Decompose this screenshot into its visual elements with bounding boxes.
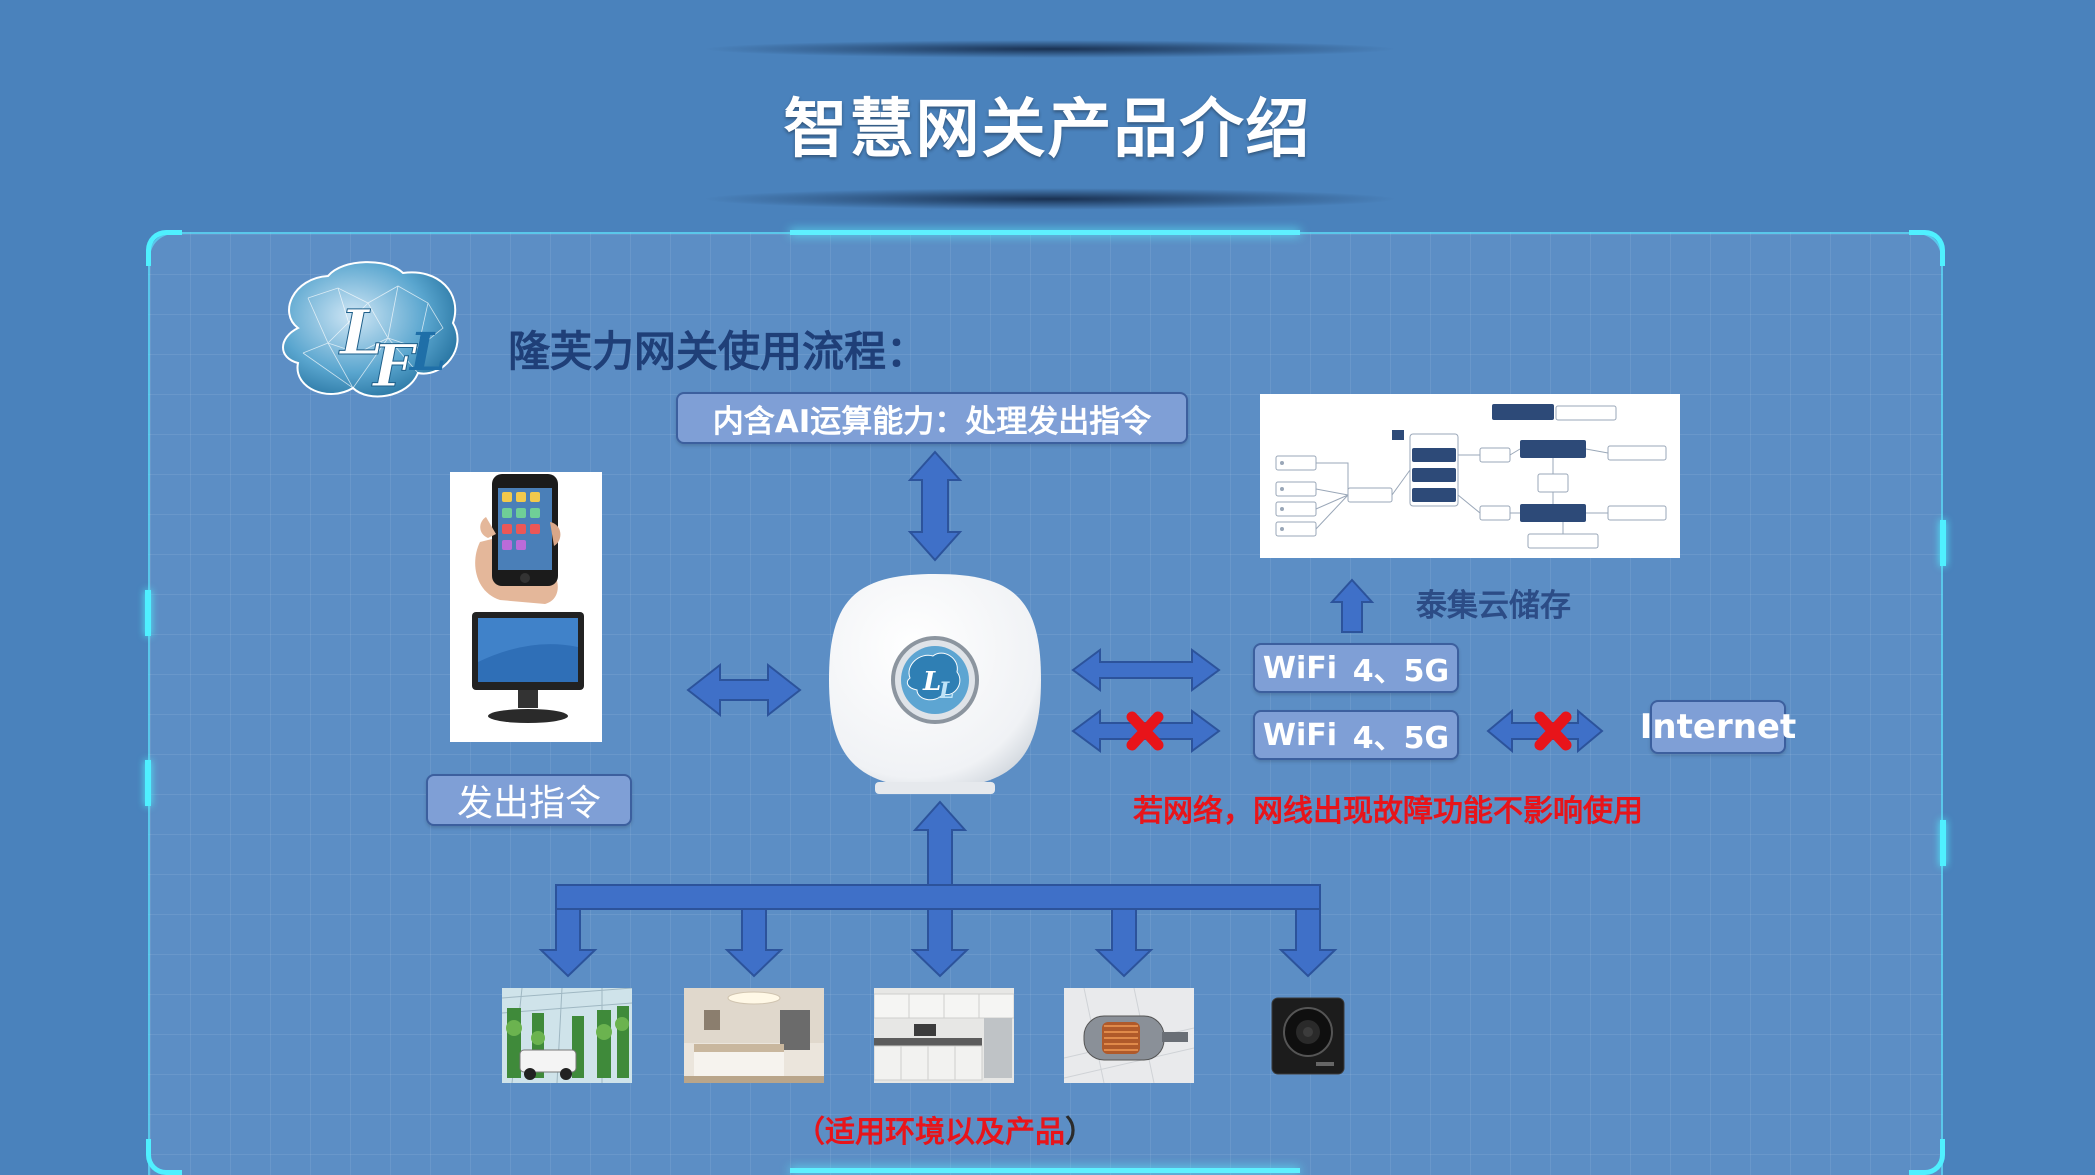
ai-capability-box: 内含AI运算能力：处理发出指令 [676, 392, 1188, 444]
svg-text:L: L [938, 678, 954, 704]
distribution-bus [555, 884, 1321, 910]
double-arrow-wifi-internet-broken [1486, 708, 1604, 754]
kitchen-image [874, 988, 1014, 1083]
arrow-bus-to-product [1094, 908, 1154, 978]
panel-side-tick [145, 590, 151, 636]
panel-corner-top-left [146, 230, 182, 266]
title-shadow-top [700, 40, 1400, 58]
brain-logo-icon: L F L [282, 261, 459, 401]
phone-icon [492, 474, 558, 586]
double-arrow-ai-gateway [907, 450, 963, 562]
flow-heading: 隆芙力网关使用流程： [508, 327, 929, 376]
panel-corner-bottom-left [146, 1139, 182, 1175]
svg-text:L: L [338, 296, 384, 369]
panel-side-tick [1940, 520, 1946, 566]
arrow-bus-to-gateway [912, 800, 968, 886]
speaker-image [1271, 997, 1345, 1075]
panel-bottom-glow [790, 1168, 1300, 1173]
double-arrow-devices-gateway [686, 662, 802, 718]
environments-label: （适用环境以及产品） [795, 1107, 1095, 1151]
panel-corner-bottom-right [1909, 1139, 1945, 1175]
motor-component-image [1064, 988, 1194, 1083]
panel-side-tick [145, 760, 151, 806]
gateway-device-image: L L [829, 574, 1041, 794]
double-arrow-gateway-wifi [1071, 648, 1221, 692]
wifi-link-box: WiFi 4、5G [1253, 643, 1459, 693]
network-failure-note: 若网络，网线出现故障功能不影响使用 [1133, 794, 1643, 829]
arrow-wifi-to-cloud [1329, 578, 1375, 633]
wifi-label: WiFi [1262, 650, 1338, 686]
title-shadow-bottom [700, 188, 1400, 210]
svg-text:L: L [408, 322, 447, 383]
greenhouse-robot-image [502, 988, 632, 1083]
cloud-architecture-diagram-image [1260, 394, 1680, 558]
page-title: 智慧网关产品介绍 [783, 93, 1312, 167]
cloud-storage-label: 泰集云储存 [1416, 588, 1571, 624]
wifi-label: WiFi [1262, 717, 1338, 753]
panel-corner-top-right [1909, 230, 1945, 266]
environments-label-text: （适用环境以及产品 [795, 1115, 1065, 1150]
wifi-link-box: WiFi 4、5G [1253, 710, 1459, 760]
arrow-bus-to-product [538, 908, 598, 978]
wifi-band: 4、5G [1352, 721, 1450, 756]
send-command-label: 发出指令 [426, 774, 632, 826]
panel-top-glow [790, 230, 1300, 235]
monitor-icon [472, 612, 584, 723]
svg-text:L: L [922, 667, 941, 697]
bedroom-lamp-image [684, 988, 824, 1083]
internet-box: Internet [1640, 700, 1796, 754]
svg-text:F: F [371, 332, 418, 400]
arrow-bus-to-product [1278, 908, 1338, 978]
broken-link-x-icon [1126, 711, 1164, 751]
arrow-bus-to-product [724, 908, 784, 978]
phone-and-monitor-image [450, 472, 602, 742]
environments-label-close: ） [1065, 1115, 1095, 1150]
wifi-band: 4、5G [1352, 654, 1450, 689]
broken-link-x-icon [1534, 711, 1572, 751]
panel-side-tick [1940, 820, 1946, 866]
arrow-bus-to-product [910, 908, 970, 978]
